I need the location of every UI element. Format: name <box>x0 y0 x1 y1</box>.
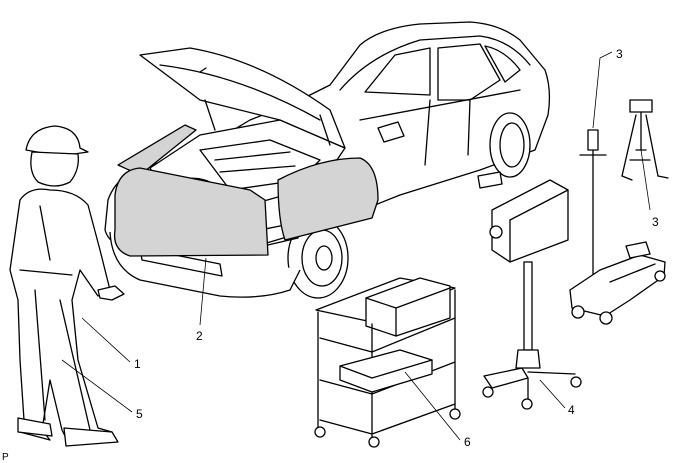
headlight-tester <box>482 179 582 410</box>
fender-covers <box>113 124 379 257</box>
vehicle <box>104 21 551 299</box>
corner-mark: P <box>2 452 9 463</box>
callout-3-top: 3 <box>616 47 623 61</box>
callout-2: 2 <box>196 329 203 343</box>
callout-leaders <box>61 51 651 441</box>
callout-3-bottom: 3 <box>652 215 659 229</box>
callout-1: 1 <box>134 357 141 371</box>
mechanic <box>9 125 125 447</box>
callout-5: 5 <box>136 407 143 421</box>
tool-cart <box>314 277 461 448</box>
jack-stand <box>621 99 669 181</box>
callout-4: 4 <box>568 403 575 417</box>
floor-jack <box>569 129 666 325</box>
callout-6: 6 <box>464 435 471 449</box>
